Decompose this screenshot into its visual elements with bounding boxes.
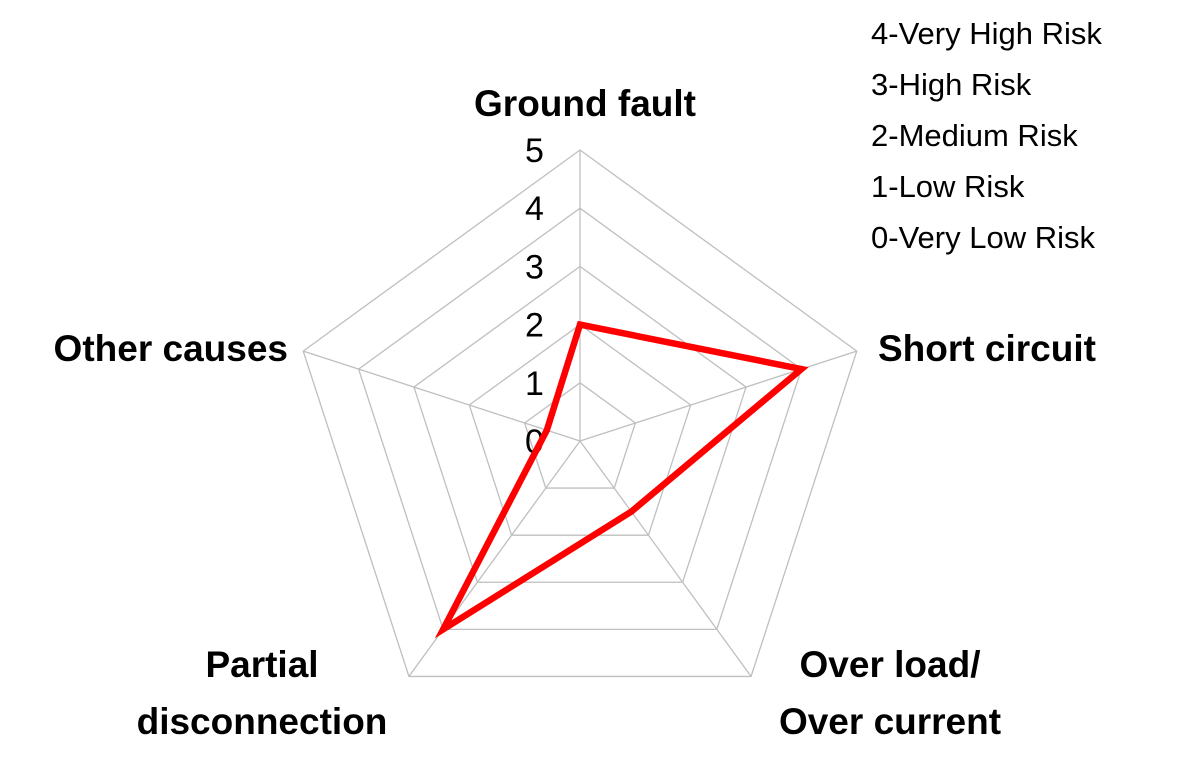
tick-label-1: 1 (525, 365, 544, 403)
series-point (577, 321, 583, 328)
grid-spoke (408, 440, 581, 677)
risk-series (434, 320, 809, 639)
grid-spoke (579, 440, 752, 677)
category-label: Ground fault (474, 83, 696, 124)
radar-grid (302, 149, 858, 678)
series-line (434, 320, 809, 639)
tick-label-2: 2 (525, 307, 544, 345)
legend-entry: 1-Low Risk (871, 169, 1025, 204)
legend-entry: 2-Medium Risk (871, 118, 1078, 153)
legend: 4-Very High Risk 3-High Risk 2-Medium Risk… (871, 16, 1102, 255)
legend-entry: 0-Very Low Risk (871, 220, 1095, 255)
category-label: Over load/Over current (779, 644, 1001, 742)
category-label: Short circuit (878, 328, 1096, 369)
category-label: Other causes (54, 328, 288, 369)
legend-entry: 4-Very High Risk (871, 16, 1102, 51)
grid-spoke (579, 350, 857, 442)
series-point (798, 366, 805, 373)
tick-label-3: 3 (525, 248, 544, 286)
grid-ring-5 (302, 149, 858, 678)
tick-label-5: 5 (525, 132, 544, 170)
series-point (628, 508, 635, 515)
grid-ring-3 (413, 265, 747, 583)
series-point (543, 427, 550, 434)
grid-ring-4 (357, 207, 803, 630)
grid-spoke (303, 350, 581, 442)
grid-ring-1 (523, 381, 637, 489)
legend-entry: 3-High Risk (871, 67, 1032, 102)
tick-label-4: 4 (525, 190, 544, 228)
series-point (440, 626, 447, 633)
grid-ring-2 (468, 323, 692, 536)
